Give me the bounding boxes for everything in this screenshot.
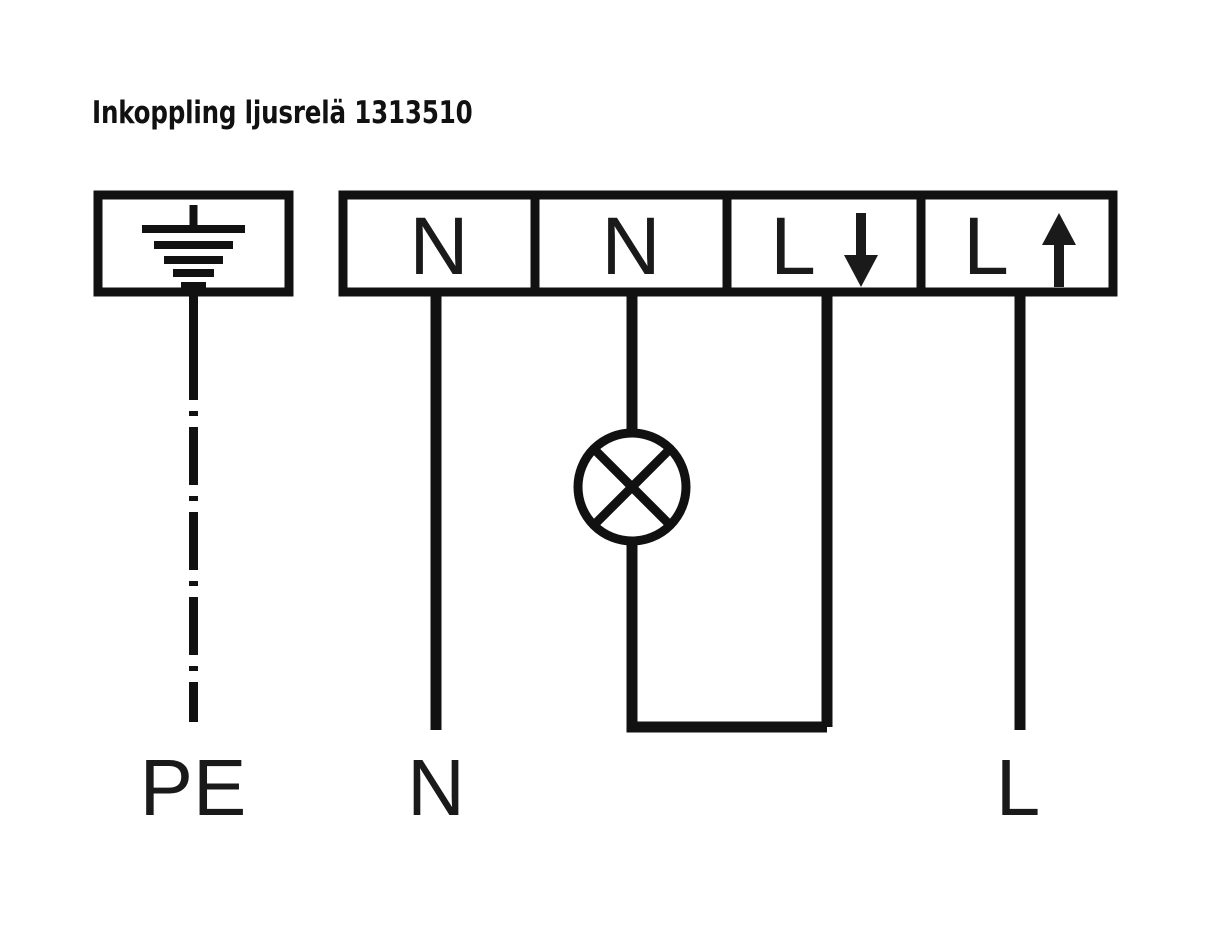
lamp-symbol	[573, 428, 691, 546]
terminal-label-2: N	[601, 201, 660, 292]
rail-label-n: N	[407, 743, 465, 832]
terminal-label-3: L	[770, 201, 816, 292]
wiring	[430, 292, 1026, 733]
earth-block	[93, 190, 294, 722]
terminal-block: N N L L	[338, 190, 1118, 297]
terminal-label-1: N	[409, 201, 468, 292]
rail-label-pe: PE	[140, 743, 247, 832]
arrow-up-icon	[1042, 213, 1076, 287]
arrow-down-icon	[844, 213, 878, 287]
lamp-cross-stroke-b	[590, 445, 674, 529]
protective-earth-symbol	[142, 205, 245, 290]
page-title: Inkoppling ljusrelä 1313510	[92, 95, 473, 131]
lamp-circle	[573, 428, 691, 546]
terminal-label-4: L	[963, 201, 1009, 292]
rail-label-l: L	[996, 743, 1041, 832]
lamp-live-return-wire	[626, 541, 827, 733]
